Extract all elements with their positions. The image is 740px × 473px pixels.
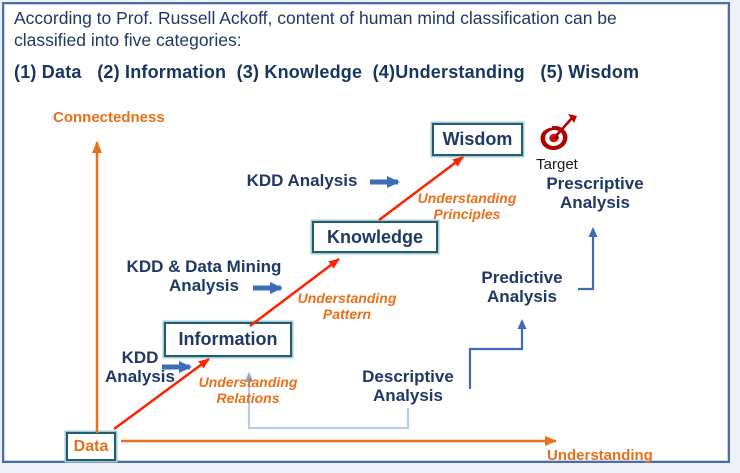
information-box: Information xyxy=(164,322,292,357)
kdd-mid-line2: Analysis xyxy=(169,276,239,295)
kdd-datamining-label: KDD & Data Mining Analysis xyxy=(114,257,294,295)
descriptive-line1: Descriptive xyxy=(362,367,454,386)
understanding-relations-label: Understanding Relations xyxy=(187,374,309,406)
kdd-lower-line2: Analysis xyxy=(105,367,175,386)
knowledge-box-label: Knowledge xyxy=(326,226,423,247)
y-axis-label: Connectedness xyxy=(53,109,165,126)
kdd-lower-line1: KDD xyxy=(121,348,159,367)
target-icon xyxy=(539,114,577,151)
relations-line1: Understanding xyxy=(198,374,298,390)
principles-line2: Principles xyxy=(433,205,501,222)
descriptive-analysis-label: Descriptive Analysis xyxy=(348,367,468,405)
pattern-line2: Pattern xyxy=(322,305,372,322)
target-group: Target xyxy=(532,114,582,173)
categories-heading: (1) Data (2) Information (3) Knowledge (… xyxy=(14,62,640,82)
prescriptive-line2: Analysis xyxy=(560,193,630,212)
knowledge-box: Knowledge xyxy=(312,221,438,253)
data-box-label: Data xyxy=(73,437,109,455)
principles-line1: Understanding xyxy=(417,190,517,206)
descriptive-line2: Analysis xyxy=(373,386,443,405)
data-box: Data xyxy=(66,432,116,461)
kdd-analysis-upper-label: KDD Analysis xyxy=(246,171,358,190)
prescriptive-line1: Prescriptive xyxy=(546,174,644,193)
prescriptive-analysis-label: Prescriptive Analysis xyxy=(535,174,655,212)
pattern-line1: Understanding xyxy=(297,290,397,306)
information-box-label: Information xyxy=(178,329,278,349)
wisdom-box-label: Wisdom xyxy=(442,129,513,149)
x-axis-label: Understanding xyxy=(547,447,653,464)
predictive-analysis-label: Predictive Analysis xyxy=(462,268,582,306)
kdd-analysis-lower-label: KDD Analysis xyxy=(98,348,182,386)
predictive-line2: Analysis xyxy=(487,287,557,306)
kdd-mid-line1: KDD & Data Mining xyxy=(126,257,282,276)
understanding-principles-label: Understanding Principles xyxy=(406,190,528,222)
relations-line2: Relations xyxy=(216,389,280,406)
predictive-line1: Predictive xyxy=(481,268,563,287)
wisdom-box: Wisdom xyxy=(432,123,523,156)
understanding-pattern-label: Understanding Pattern xyxy=(286,290,408,322)
intro-text: According to Prof. Russell Ackoff, conte… xyxy=(14,8,617,50)
target-caption: Target xyxy=(536,156,578,173)
